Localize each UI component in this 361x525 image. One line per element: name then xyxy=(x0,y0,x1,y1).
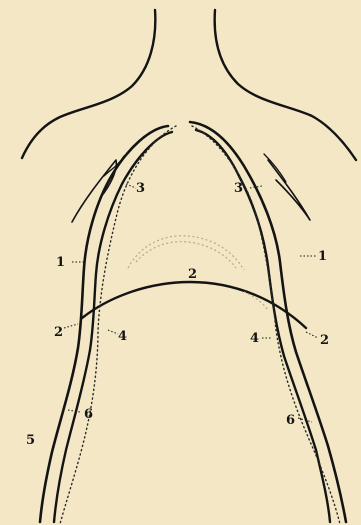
label-right-4: 4 xyxy=(250,331,259,346)
tick-left-3 xyxy=(126,184,136,188)
right-chest-wall-inner xyxy=(196,130,330,522)
faint-dome-shadow-2 xyxy=(136,242,236,268)
right-clavicle-mark xyxy=(268,160,310,220)
left-chest-wall-inner xyxy=(54,132,172,522)
label-center-2: 2 xyxy=(188,267,197,282)
tick-left-2 xyxy=(64,324,78,328)
neck-right-contour xyxy=(215,10,356,160)
label-left-5: 5 xyxy=(26,433,35,448)
label-left-6: 6 xyxy=(84,407,93,422)
neck-left-contour xyxy=(22,10,155,158)
label-right-2: 2 xyxy=(320,333,329,348)
right-dotted-contour xyxy=(192,126,340,524)
label-left-4: 4 xyxy=(118,329,127,344)
faint-dome-shadow xyxy=(128,236,244,270)
tick-left-6 xyxy=(68,410,80,412)
right-chest-wall-outer xyxy=(190,122,346,522)
label-right-3: 3 xyxy=(234,181,243,196)
label-left-2: 2 xyxy=(54,325,63,340)
tick-left-4 xyxy=(108,330,118,334)
label-right-1: 1 xyxy=(318,249,327,264)
label-left-3: 3 xyxy=(136,181,145,196)
tick-right-2 xyxy=(306,332,318,338)
left-dotted-contour xyxy=(60,126,176,524)
left-chest-wall-outer xyxy=(40,126,168,522)
label-left-1: 1 xyxy=(56,255,65,270)
label-right-6: 6 xyxy=(286,413,295,428)
